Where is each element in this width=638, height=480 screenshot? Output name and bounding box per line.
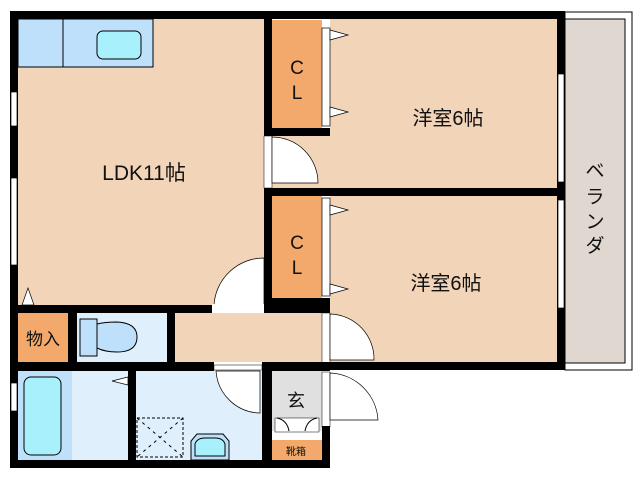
windows — [10, 27, 565, 412]
storage-label: 物入 — [26, 330, 60, 349]
front-door[interactable] — [321, 371, 379, 428]
bedroom-2 — [330, 196, 557, 362]
entrance-label: 玄 — [287, 391, 305, 411]
closet-2-label-c: C — [290, 233, 304, 254]
shoe-box-label: 靴箱 — [286, 445, 306, 458]
bathtub-icon — [23, 376, 62, 456]
shoe-box — [272, 440, 322, 460]
closet-2-label-l: L — [292, 258, 303, 279]
veranda-label-2: ラ — [585, 187, 604, 208]
closet-1-label-l: L — [292, 83, 303, 104]
veranda-label-4: ダ — [585, 235, 604, 257]
bedroom-1-label: 洋室6帖 — [412, 107, 483, 130]
closet-1 — [272, 20, 322, 128]
veranda-label-1: ベ — [585, 161, 604, 182]
toilet-icon — [79, 318, 138, 357]
washing-machine-pan-icon — [136, 417, 184, 458]
bedroom-1 — [330, 19, 557, 188]
veranda-label-3: ン — [585, 212, 604, 233]
storage-room — [18, 313, 68, 362]
hallway — [175, 313, 322, 362]
washroom — [72, 371, 128, 460]
closet-door-markers — [21, 29, 350, 386]
veranda — [564, 18, 626, 364]
closet-1-label-c: C — [290, 58, 304, 79]
bedroom-2-label: 洋室6帖 — [410, 272, 481, 295]
door-ldk-bottom[interactable] — [212, 257, 265, 309]
sink-icon — [96, 30, 142, 60]
ldk-label: LDK11帖 — [102, 162, 186, 185]
shoe-box-doors — [274, 417, 320, 433]
wash-basin-icon — [190, 433, 230, 461]
closet-2 — [272, 196, 322, 298]
